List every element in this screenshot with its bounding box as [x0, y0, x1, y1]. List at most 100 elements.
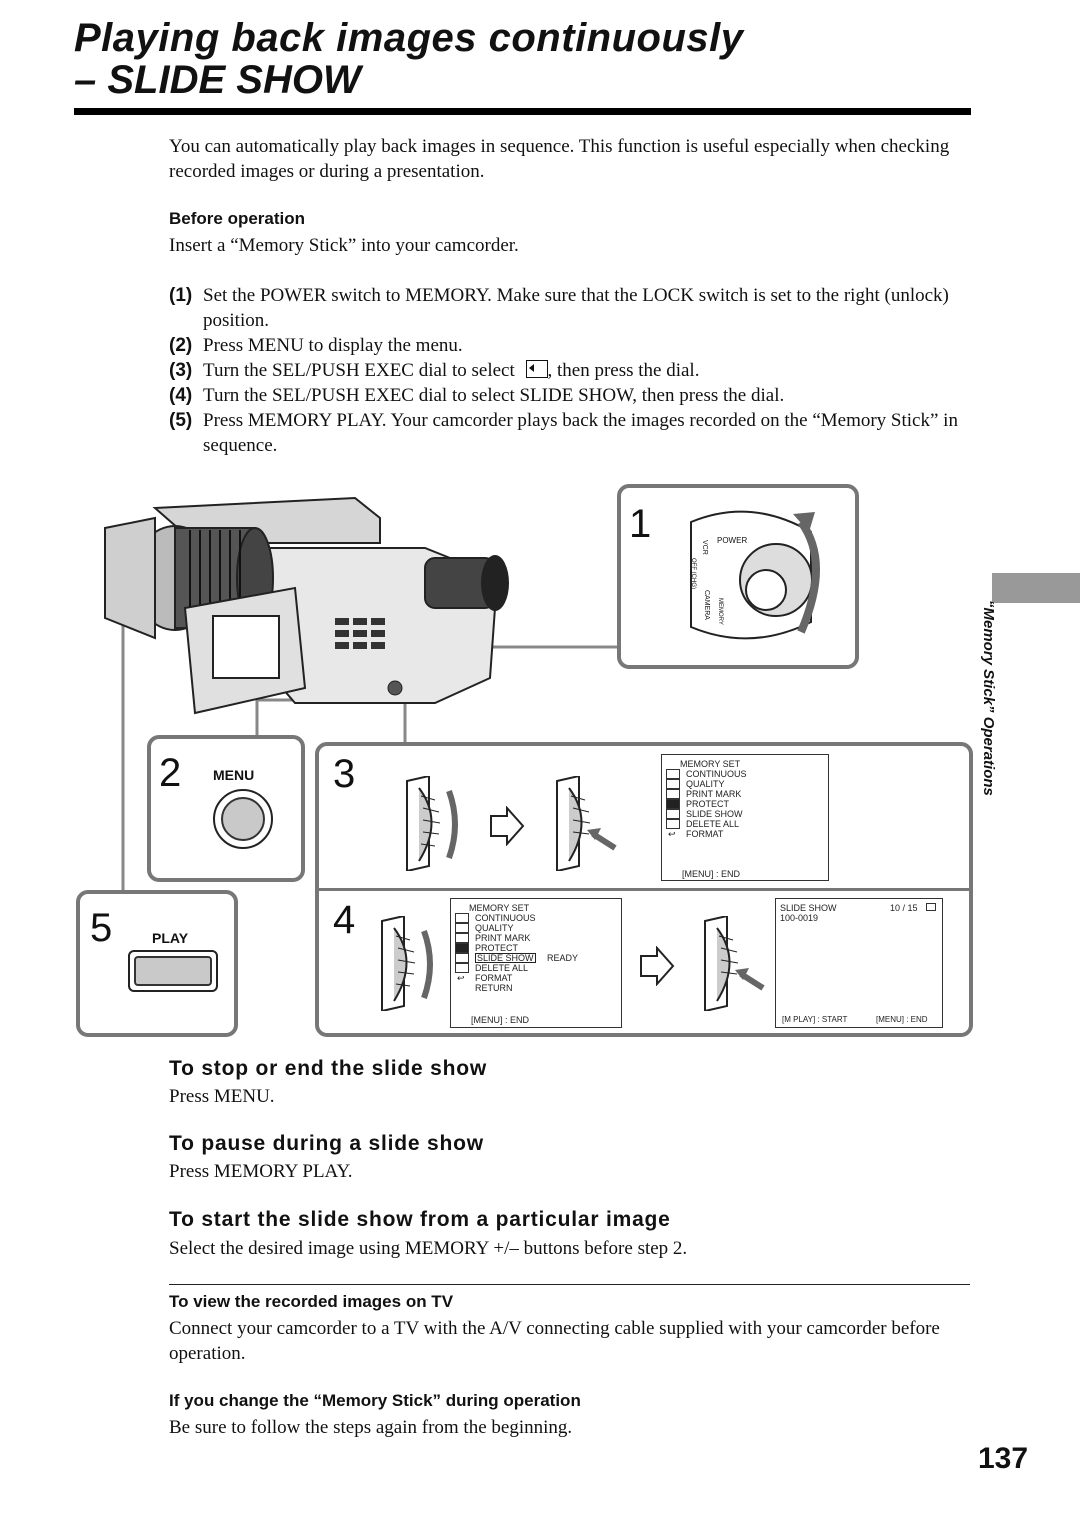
notes-divider: [169, 1284, 970, 1285]
step-3-number: 3: [333, 752, 356, 796]
step-1-panel: 1 POWER VCR OFF (CHG) CAMERA MEMORY: [617, 484, 859, 669]
menu-item: QUALITY: [686, 779, 725, 789]
menu-button-outer: [213, 789, 273, 849]
return-icon: ↩: [457, 973, 465, 983]
before-operation-text: Insert a “Memory Stick” into your camcor…: [169, 235, 519, 256]
section-tab-marker: [992, 573, 1080, 603]
vcr-label: VCR: [701, 540, 708, 555]
play-button-label: PLAY: [152, 930, 189, 946]
menu-item: FORMAT: [686, 829, 724, 839]
step-text: Turn the SEL/PUSH EXEC dial to select SL…: [203, 385, 785, 406]
dial-turn-icon: [381, 916, 433, 1011]
menu-item: QUALITY: [475, 923, 514, 933]
menu-item: PROTECT: [475, 943, 519, 953]
play-button-outer: [128, 950, 218, 992]
page-title-line1: Playing back images continuously: [74, 16, 744, 60]
menu-item: FORMAT: [475, 973, 513, 983]
step-number: (2): [169, 335, 193, 356]
menu-item: PRINT MARK: [686, 789, 742, 799]
step-number: (5): [169, 410, 193, 431]
slide-show-icon: [455, 953, 469, 963]
step-5: (5) Press MEMORY PLAY. Your camcorder pl…: [169, 408, 969, 458]
etc-icon: [666, 819, 680, 829]
section-text: Select the desired image using MEMORY +/…: [169, 1238, 688, 1259]
screen-footer: [MENU] : END: [682, 869, 741, 879]
memory-set-selected-icon: [455, 943, 469, 953]
note-heading: If you change the “Memory Stick” during …: [169, 1391, 581, 1410]
section-heading: To start the slide show from a particula…: [169, 1208, 671, 1231]
etc-icon: [455, 963, 469, 973]
ready-label: READY: [547, 953, 579, 963]
menu-item: CONTINUOUS: [475, 913, 536, 923]
step-2-panel: 2 MENU: [147, 735, 305, 882]
play-button-icon: [134, 956, 212, 986]
step-2-number: 2: [159, 751, 182, 795]
step-1: (1) Set the POWER switch to MEMORY. Make…: [169, 283, 969, 333]
screen-footer: [MENU] : END: [471, 1015, 530, 1025]
memory-stick-icon: [926, 903, 936, 911]
step-text-a: Turn the SEL/PUSH EXEC dial to select: [203, 360, 515, 381]
note-text: Be sure to follow the steps again from t…: [169, 1417, 573, 1438]
screen-footer-left: [M PLAY] : START: [782, 1015, 848, 1024]
panel-divider: [319, 888, 969, 891]
section-text: Press MEMORY PLAY.: [169, 1161, 353, 1182]
print-mark-icon: [666, 789, 680, 799]
slide-show-icon: [666, 809, 680, 819]
step-1-number: 1: [629, 502, 652, 546]
return-icon: ↩: [668, 829, 676, 839]
screen-title: MEMORY SET: [469, 903, 530, 913]
screen-title: SLIDE SHOW: [780, 903, 837, 913]
file-number: 100-0019: [780, 913, 819, 923]
side-section-label: “Memory Stick” Operations: [980, 600, 1020, 840]
menu-item: PRINT MARK: [475, 933, 531, 943]
section-heading: To stop or end the slide show: [169, 1057, 487, 1080]
step-number: (1): [169, 285, 193, 306]
slide-show-screen: SLIDE SHOW 10 / 15 100-0019 [M PLAY] : S…: [775, 898, 943, 1028]
step-number: (4): [169, 385, 193, 406]
page-title-line2: – SLIDE SHOW: [74, 58, 361, 102]
menu-item: RETURN: [475, 983, 513, 993]
menu-item: CONTINUOUS: [686, 769, 747, 779]
menu-item: PROTECT: [686, 799, 730, 809]
image-counter: 10 / 15: [890, 903, 918, 913]
menu-item: DELETE ALL: [475, 963, 529, 973]
dial-press-icon: [556, 776, 617, 871]
step-3: (3) Turn the SEL/PUSH EXEC dial to selec…: [169, 358, 969, 383]
step-4-number: 4: [333, 898, 356, 942]
step-number: (3): [169, 360, 193, 381]
memory-label: MEMORY: [717, 598, 723, 625]
continuous-icon: [666, 769, 680, 779]
power-switch-illustration: [690, 510, 820, 640]
intro-paragraph: You can automatically play back images i…: [169, 136, 950, 182]
screen-footer-right: [MENU] : END: [876, 1015, 928, 1024]
memory-set-icon: [525, 360, 548, 378]
menu-screen-step4: MEMORY SET CONTINUOUS QUALITY PRINT MARK…: [450, 898, 622, 1028]
next-arrow-icon: [640, 946, 675, 986]
menu-button-label: MENU: [213, 767, 255, 783]
section-heading: To pause during a slide show: [169, 1132, 484, 1155]
page-number: 137: [978, 1442, 1029, 1475]
step-text: Press MENU to display the menu.: [203, 335, 463, 356]
menu-item: DELETE ALL: [686, 819, 740, 829]
camera-label: CAMERA: [703, 590, 710, 620]
steps-list: (1) Set the POWER switch to MEMORY. Make…: [169, 283, 969, 458]
screen-title: MEMORY SET: [680, 759, 741, 769]
print-mark-icon: [455, 933, 469, 943]
menu-item-selected: SLIDE SHOW: [475, 953, 536, 963]
next-arrow-icon: [490, 806, 525, 846]
step-text-b: , then press the dial.: [547, 360, 700, 381]
step-text: Turn the SEL/PUSH EXEC dial to select , …: [203, 358, 969, 383]
section-text: Press MENU.: [169, 1086, 275, 1107]
dial-turn-icon: [406, 776, 458, 871]
step-text: Press MEMORY PLAY. Your camcorder plays …: [203, 410, 958, 456]
menu-screen-step3: MEMORY SET CONTINUOUS QUALITY PRINT MARK…: [661, 754, 829, 881]
note-text: Connect your camcorder to a TV with the …: [169, 1318, 940, 1364]
memory-set-selected-icon: [666, 799, 680, 809]
dial-press-icon: [704, 916, 765, 1011]
step-2: (2) Press MENU to display the menu.: [169, 333, 969, 358]
power-label: POWER: [717, 536, 748, 545]
continuous-icon: [455, 913, 469, 923]
step-text: Set the POWER switch to MEMORY. Make sur…: [203, 285, 949, 331]
camcorder-illustration: [104, 496, 509, 715]
off-label: OFF (CHG): [690, 558, 696, 589]
